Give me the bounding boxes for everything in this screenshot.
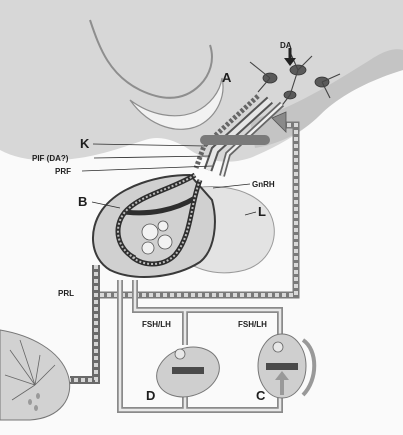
label-fsh-lh-left: FSH/LH [142, 320, 171, 329]
label-gnrh: GnRH [252, 180, 275, 189]
label-b: B [78, 194, 87, 209]
prl-vessel [70, 265, 96, 380]
label-c: C [256, 388, 266, 403]
testis-c-receptor [266, 363, 298, 370]
label-pif: PIF (DA?) [32, 154, 69, 163]
stalk-cap [200, 135, 270, 145]
ovary-d-follicle [175, 349, 185, 359]
label-da: DA [280, 41, 292, 50]
ovary-d-receptor [172, 367, 204, 374]
label-fsh-lh-right: FSH/LH [238, 320, 267, 329]
label-d: D [146, 388, 155, 403]
label-prl: PRL [58, 289, 74, 298]
testis-c-follicle [273, 342, 283, 352]
label-prf: PRF [55, 167, 71, 176]
label-a: A [222, 70, 232, 85]
label-l: L [258, 204, 266, 219]
label-k: K [80, 136, 90, 151]
